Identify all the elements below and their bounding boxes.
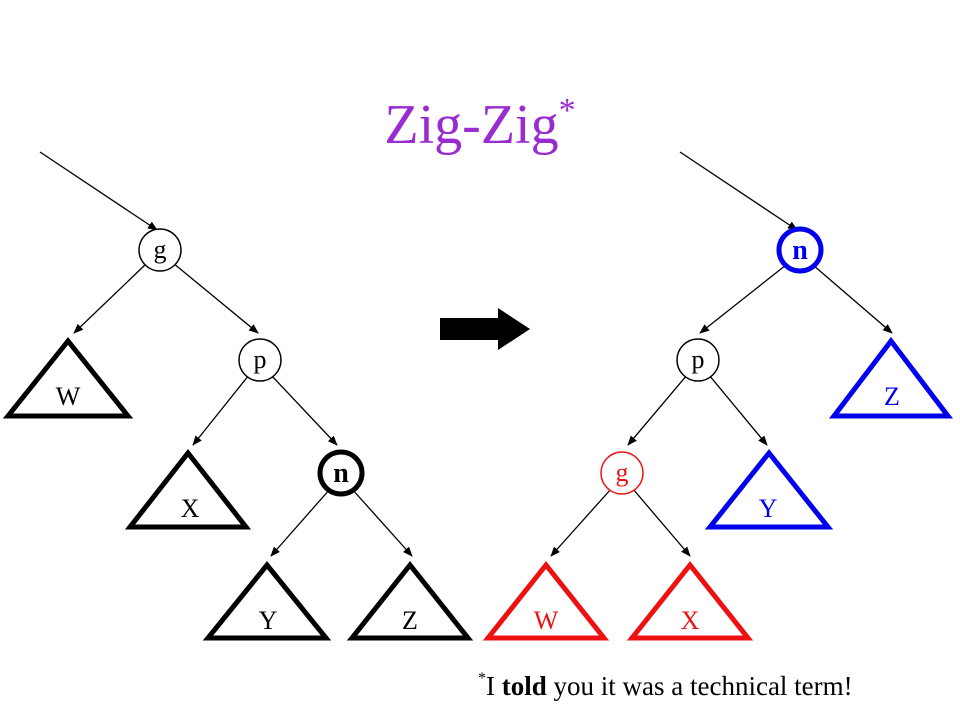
after-subtree-w: W bbox=[482, 560, 610, 641]
before-subtree-y-label: Y bbox=[259, 606, 278, 635]
after-incoming-edge bbox=[679, 151, 798, 231]
before-subtree-z: Z bbox=[346, 560, 474, 641]
before-node-p-label: p bbox=[254, 345, 267, 374]
before-node-n: n bbox=[317, 449, 365, 497]
after-node-p-label: p bbox=[692, 345, 705, 374]
transform-arrow-icon bbox=[440, 308, 530, 350]
footnote-asterisk: * bbox=[478, 670, 486, 687]
after-subtree-x: X bbox=[626, 560, 754, 641]
title-asterisk: * bbox=[558, 92, 576, 129]
title-text: Zig-Zig bbox=[384, 94, 559, 156]
after-node-p: p bbox=[676, 338, 720, 382]
after-edge-n-z bbox=[812, 264, 893, 334]
after-subtree-x-label: X bbox=[681, 606, 700, 635]
before-edge-n-z bbox=[351, 488, 413, 557]
slide-title: Zig-Zig* bbox=[0, 92, 960, 157]
after-edge-g-x bbox=[632, 488, 691, 557]
after-subtree-z: Z bbox=[828, 336, 954, 419]
before-incoming-edge bbox=[39, 151, 158, 231]
footnote-bold-word: told bbox=[501, 671, 547, 701]
after-node-n: n bbox=[776, 226, 824, 274]
before-subtree-x-label: X bbox=[181, 494, 200, 523]
before-edge-g-w bbox=[73, 262, 148, 334]
after-node-n-label: n bbox=[792, 235, 808, 266]
before-subtree-w-label: W bbox=[56, 382, 81, 411]
before-node-g: g bbox=[138, 228, 182, 272]
before-node-n-label: n bbox=[333, 458, 349, 489]
before-node-p: p bbox=[238, 338, 282, 382]
before-edge-g-p bbox=[172, 262, 259, 334]
before-tree: W X Y Z g p n bbox=[2, 151, 474, 641]
before-subtree-y: Y bbox=[202, 561, 332, 641]
before-subtree-z-label: Z bbox=[402, 606, 418, 635]
footnote-text-before: I bbox=[486, 671, 502, 701]
after-node-g: g bbox=[600, 451, 644, 495]
after-subtree-w-label: W bbox=[534, 606, 559, 635]
before-edge-p-n bbox=[270, 374, 338, 446]
after-edge-g-w bbox=[550, 488, 612, 557]
before-edge-p-x bbox=[192, 374, 250, 446]
footnote: *I told you it was a technical term! bbox=[478, 670, 948, 702]
after-subtree-y-label: Y bbox=[759, 494, 778, 523]
after-tree: Z Y W X n p g bbox=[482, 151, 954, 641]
after-edge-p-y bbox=[708, 374, 768, 446]
after-subtree-y: Y bbox=[704, 448, 834, 530]
after-edge-n-p bbox=[699, 264, 787, 334]
before-edge-n-y bbox=[270, 488, 331, 557]
before-node-g-label: g bbox=[154, 235, 167, 264]
before-subtree-w: W bbox=[2, 336, 134, 419]
footnote-text-after: you it was a technical term! bbox=[546, 671, 853, 701]
after-subtree-z-label: Z bbox=[884, 382, 900, 411]
after-edge-p-g bbox=[627, 374, 688, 446]
before-subtree-x: X bbox=[124, 448, 252, 530]
after-node-g-label: g bbox=[616, 458, 629, 487]
